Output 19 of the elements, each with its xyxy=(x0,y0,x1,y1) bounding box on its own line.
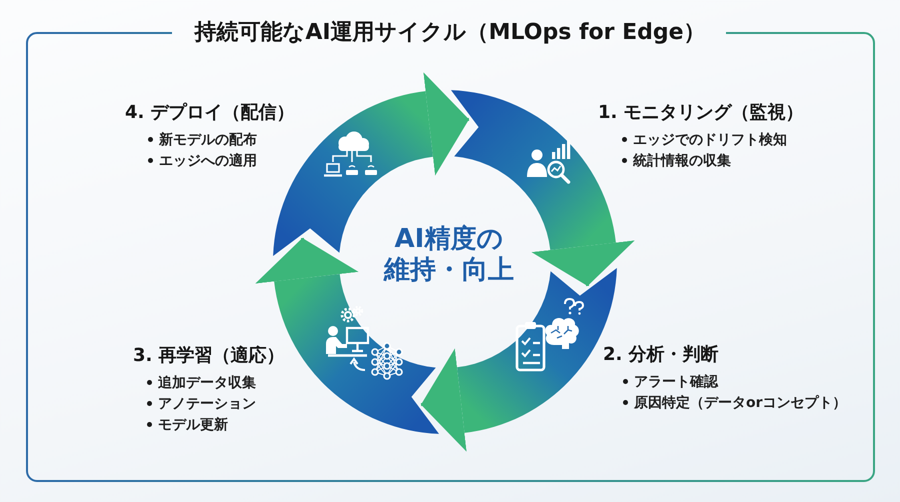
bullet-text: アノテーション xyxy=(158,394,256,414)
stage-heading: 3. 再学習（適応） xyxy=(133,344,285,368)
bullet-text: 追加データ収集 xyxy=(158,374,256,392)
bullet-text: モデル更新 xyxy=(158,416,228,434)
bullet-text: 統計情報の収集 xyxy=(633,152,731,170)
center-label: AI精度の維持・向上 xyxy=(383,224,515,286)
stage-heading: 1. モニタリング（監視） xyxy=(598,101,804,125)
arrow-head xyxy=(531,240,635,286)
arrow-head xyxy=(420,348,467,452)
arrow-head xyxy=(255,238,359,284)
stage-heading: 4. デプロイ（配信） xyxy=(125,101,295,125)
bullet-text: エッジでのドリフト検知 xyxy=(633,130,787,150)
title: 持続可能なAI運用サイクル（MLOps for Edge） xyxy=(194,19,706,47)
bullet-text: アラート確認 xyxy=(634,372,718,392)
stage-heading: 2. 分析・判断 xyxy=(603,343,720,367)
bullet-text: エッジへの適用 xyxy=(159,152,257,170)
bullet-text: 原因特定（データorコンセプト） xyxy=(634,394,847,412)
arrow-head xyxy=(423,72,470,176)
bullet-text: 新モデルの配布 xyxy=(159,130,257,150)
